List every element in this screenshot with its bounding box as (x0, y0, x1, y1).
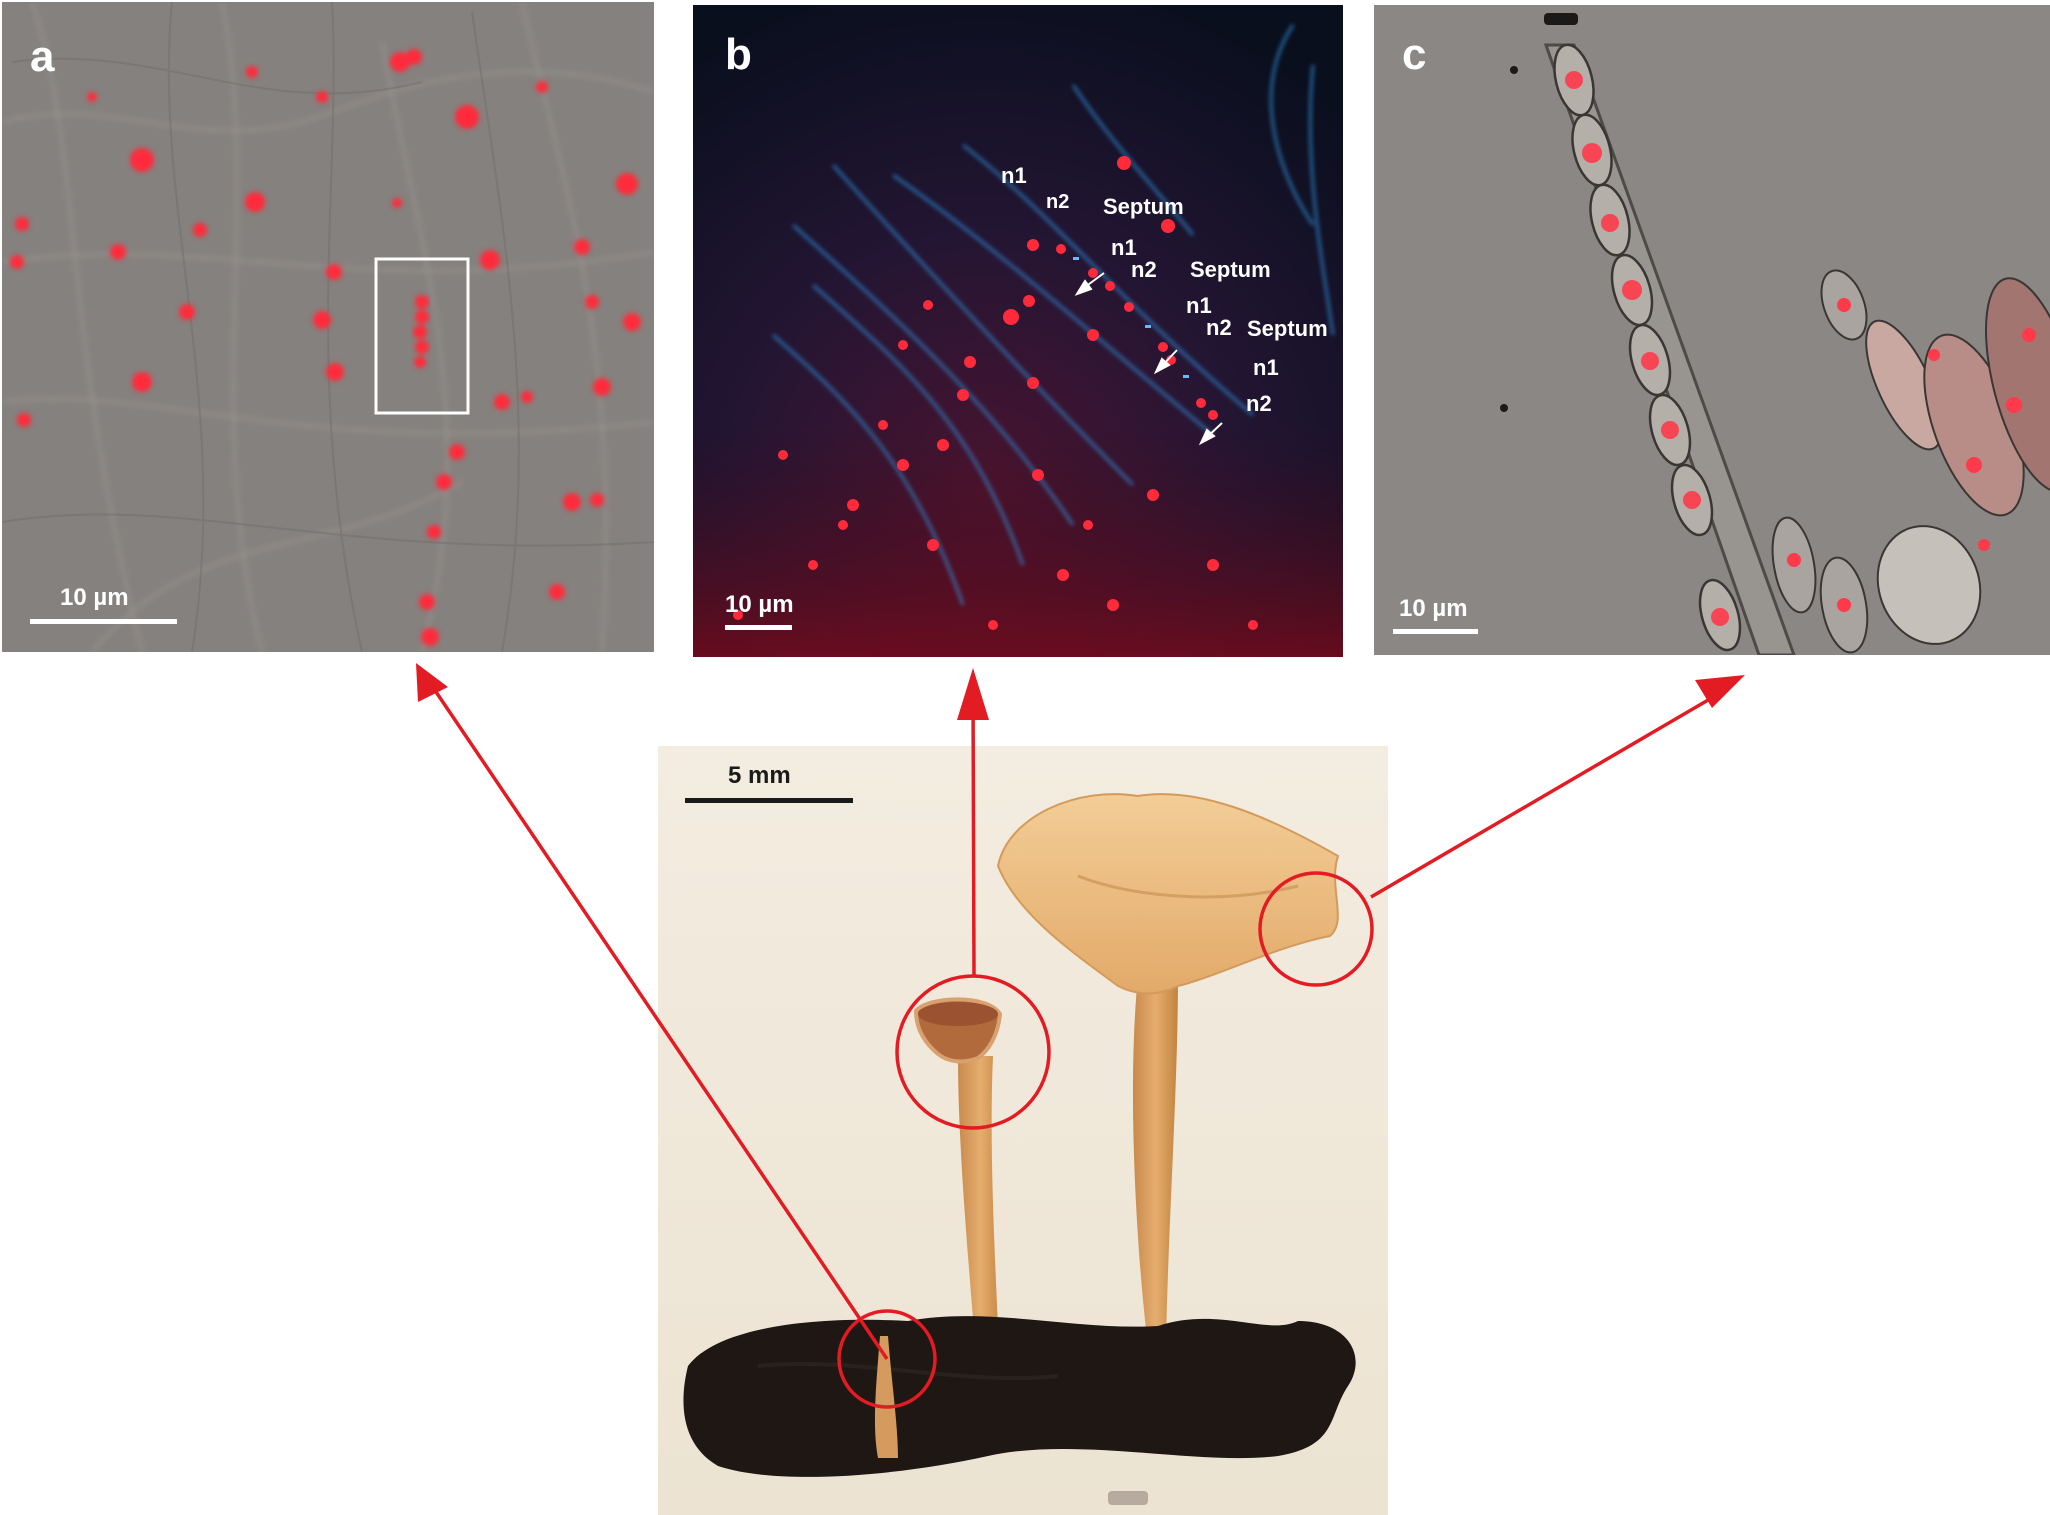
asci-cluster (1771, 269, 2050, 654)
panel-b-micrograph: n1 n2 Septum n1 n2 Septum n1 n2 Septum n… (693, 5, 1343, 657)
mushroom-photo-image (658, 746, 1388, 1515)
panel-a-scale-text: 10 µm (60, 584, 129, 611)
panel-b-annotation-n1-4: n1 (1253, 355, 1279, 380)
panel-a-inset-box (374, 257, 470, 415)
panel-b-annotation-septum-2: Septum (1190, 257, 1271, 282)
panel-c-label: c (1402, 30, 1427, 79)
panel-a-image (2, 2, 654, 652)
panel-c-scale-text: 10 µm (1399, 595, 1468, 622)
panel-a-micrograph: a 10 µm (2, 2, 654, 652)
panel-b-annotation-n1-1: n1 (1001, 163, 1027, 188)
arrowhead-c (1695, 675, 1745, 708)
panel-c-micrograph: c 10 µm (1374, 5, 2050, 655)
mushroom-photo: 5 mm (658, 746, 1388, 1515)
panel-b-annotation-septum-3: Septum (1247, 316, 1328, 341)
panel-b-label: b (725, 30, 752, 79)
panel-c-image (1374, 5, 2050, 655)
panel-b-annotation-n2-3: n2 (1206, 315, 1232, 340)
arrowhead-b (957, 668, 989, 720)
arrowhead-a (416, 663, 448, 702)
arrow-to-panel-c (1370, 687, 1728, 899)
panel-b-scalebar (725, 625, 792, 630)
panel-a-scalebar (30, 619, 177, 624)
panel-b-annotation-n2-1: n2 (1046, 191, 1070, 213)
panel-b-annotation-n1-2: n1 (1111, 235, 1137, 260)
panel-b-image (693, 5, 1343, 657)
panel-b-annotation-septum-1: Septum (1103, 194, 1184, 219)
panel-a-label: a (30, 32, 55, 81)
panel-b-annotation-n2-4: n2 (1246, 391, 1272, 416)
panel-b-annotation-n2-2: n2 (1131, 257, 1157, 282)
panel-b-annotation-n1-3: n1 (1186, 293, 1212, 318)
panel-b-scale-text: 10 µm (725, 591, 794, 618)
photo-scale-text: 5 mm (728, 762, 791, 789)
large-mushroom-stem (1132, 976, 1178, 1346)
photo-scalebar (685, 798, 853, 803)
panel-c-scalebar (1393, 629, 1478, 634)
